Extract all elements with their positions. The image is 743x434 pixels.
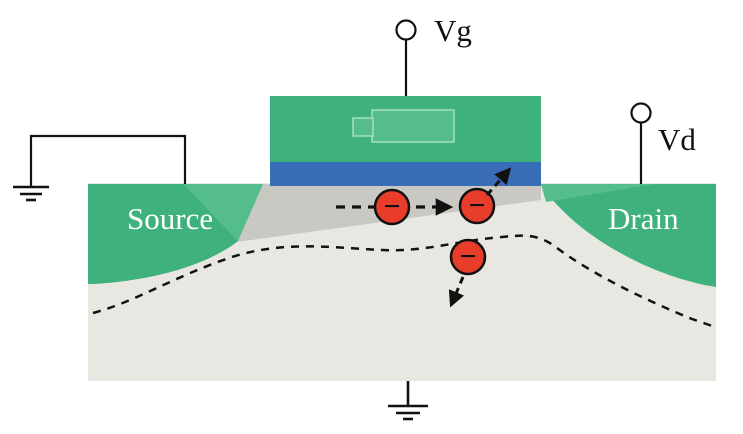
drain-region-highlight <box>541 184 655 202</box>
electron <box>458 187 496 225</box>
electron-minus: − <box>383 190 400 223</box>
electron <box>449 238 487 276</box>
gate-detail-box-small <box>352 117 374 137</box>
electron-3: − <box>449 238 487 276</box>
vg-label: Vg <box>434 13 472 48</box>
source-region-highlight <box>183 184 263 241</box>
vd-label: Vd <box>658 122 696 157</box>
gate-oxide <box>270 161 541 186</box>
depletion-boundary <box>92 234 716 329</box>
gate-detail-box <box>371 109 455 143</box>
electron-minus: − <box>459 240 476 273</box>
electron-minus: − <box>468 189 485 222</box>
electron-injection-arrow <box>485 167 512 196</box>
source-label: Source <box>127 201 213 236</box>
source-ground-symbol <box>13 185 49 202</box>
electron <box>373 188 411 226</box>
drain-label: Drain <box>608 201 679 236</box>
vd-terminal-node <box>630 102 652 124</box>
vg-terminal-node <box>395 19 417 41</box>
electron-2: − <box>458 187 496 225</box>
electron-escape-arrow <box>448 276 465 308</box>
electron-1: − <box>373 188 411 226</box>
drain-region <box>541 184 716 287</box>
substrate-ground-symbol <box>388 381 428 421</box>
source-ground-wire <box>29 134 187 187</box>
